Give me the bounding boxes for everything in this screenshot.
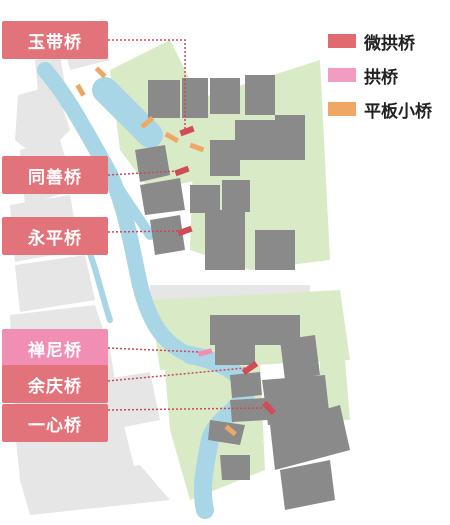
bridge-label-yudai: 玉带桥 — [2, 21, 108, 59]
bridge-label-channi: 禅尼桥 — [2, 329, 108, 367]
project-buildings — [135, 75, 350, 510]
legend-item-micro-arch: 微拱桥 — [328, 24, 432, 58]
river — [37, 62, 257, 519]
bridge-label-tongshan: 同善桥 — [2, 156, 108, 194]
legend-label-flat-slab: 平板小桥 — [364, 101, 432, 122]
legend-swatch-flat-slab — [328, 102, 356, 116]
bridge-label-yuqing: 余庆桥 — [2, 365, 108, 403]
legend-swatch-arch — [328, 68, 356, 82]
bridge-label-yongping: 永平桥 — [2, 217, 108, 255]
legend-label-arch: 拱桥 — [364, 67, 398, 88]
legend-item-arch: 拱桥 — [328, 58, 432, 92]
bridge-markers — [75, 66, 277, 437]
legend-item-flat-slab: 平板小桥 — [328, 92, 432, 126]
legend-swatch-micro-arch — [328, 34, 356, 48]
legend-label-micro-arch: 微拱桥 — [364, 33, 415, 54]
legend: 微拱桥 拱桥 平板小桥 — [328, 24, 432, 126]
bridge-label-yixin: 一心桥 — [2, 404, 108, 442]
leader-lines — [107, 39, 264, 411]
